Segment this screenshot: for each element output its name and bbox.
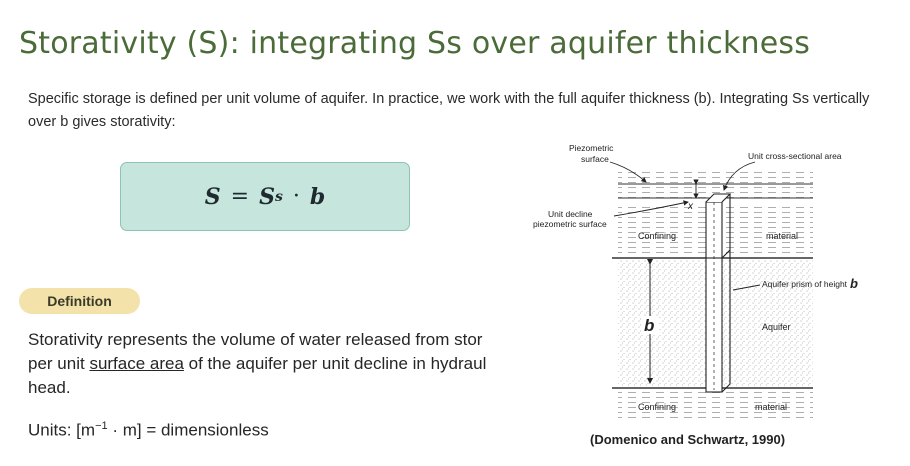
- definition-line-2-start: per unit: [28, 354, 90, 373]
- equation-equals: =: [230, 184, 250, 209]
- equation-lhs: S: [204, 183, 221, 210]
- piezometric-arrow: [609, 161, 647, 183]
- units-suffix: · m] = dimensionless: [107, 420, 269, 440]
- definition-line-2-end: of the aquifer per unit decline in hydra…: [183, 354, 487, 373]
- unit-decline-label-1: Unit decline: [548, 209, 593, 219]
- aquifer-diagram: x b Piezometric surface Unit cross-secti…: [533, 143, 858, 420]
- slide-title: Storativity (S): integrating Ss over aqu…: [19, 26, 811, 61]
- b-label-bg: [641, 316, 659, 334]
- intro-paragraph: Specific storage is defined per unit vol…: [28, 91, 870, 130]
- piezometric-label-1: Piezometric: [569, 143, 614, 153]
- piezometric-label-2: surface: [581, 154, 609, 164]
- figure-caption: (Domenico and Schwartz, 1990): [590, 432, 786, 447]
- x-label: x: [687, 201, 694, 212]
- definition-badge: Definition: [19, 288, 140, 314]
- unit-decline-label-2: piezometric surface: [533, 219, 607, 229]
- prism-label: Aquifer prism of height: [762, 279, 848, 289]
- surface-area-link: surface area: [89, 354, 184, 373]
- aquifer-label: Aquifer: [762, 322, 791, 332]
- definition-line-1: Storativity represents the volume of wat…: [28, 330, 483, 349]
- equation-subscript: s: [274, 188, 283, 205]
- unit-cross-label: Unit cross-sectional area: [748, 151, 842, 161]
- confining-bottom-label: Confining: [638, 402, 676, 412]
- lower-confining-layer: [618, 392, 813, 420]
- units-prefix: Units: [m: [28, 420, 96, 440]
- definition-text: Storativity represents the volume of wat…: [28, 328, 526, 403]
- unit-prism: [705, 193, 732, 393]
- units-line: Units: [m−1 · m] = dimensionless: [28, 420, 269, 441]
- material-bottom-label: material: [755, 402, 787, 412]
- unit-decline-arrow: [613, 200, 689, 217]
- equation-rhs: b: [309, 183, 326, 210]
- material-top-label: material: [766, 231, 798, 241]
- confining-top-label: Confining: [638, 231, 676, 241]
- equation-var: S: [259, 183, 275, 210]
- unit-cross-arrow: [723, 161, 756, 191]
- equation-dot: ·: [292, 184, 300, 209]
- prism-leader: [732, 284, 761, 291]
- definition-line-3: head.: [28, 378, 71, 397]
- upper-water-zone: [618, 168, 813, 198]
- b-label: b: [644, 316, 654, 335]
- prism-b-label: b: [850, 276, 858, 291]
- units-exponent: −1: [95, 420, 108, 432]
